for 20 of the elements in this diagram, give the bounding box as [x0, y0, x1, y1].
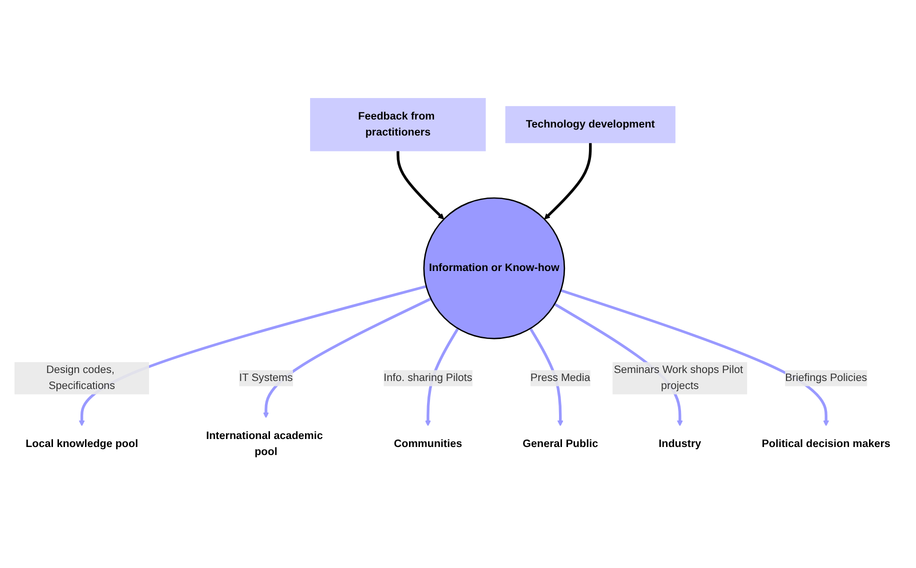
arrow — [544, 142, 592, 220]
node-text: Communities — [394, 438, 462, 450]
node-text: General Public — [522, 438, 598, 450]
edge-label: Info. sharing Pilots — [384, 372, 472, 384]
node-text: International academic pool — [206, 430, 323, 458]
arrow — [396, 150, 444, 220]
edge-label: IT Systems — [239, 372, 293, 384]
arrow — [560, 288, 830, 426]
edge-label: Briefings Policies — [785, 372, 868, 384]
edge-label: Seminars Work shops Pilot projects — [614, 364, 743, 392]
node-text: Political decision makers — [762, 438, 890, 450]
node-box: Feedback from practitioners — [310, 98, 486, 151]
node-circle: Information or Know-how — [423, 196, 566, 339]
edge-label: Design codes, Specifications — [46, 364, 116, 392]
node-text: Local knowledge pool — [26, 438, 138, 450]
node-box: Technology development — [505, 106, 676, 143]
edge-label: Press Media — [530, 372, 590, 384]
node-text: Industry — [658, 438, 702, 450]
arrow — [263, 297, 432, 418]
arrow — [78, 284, 427, 426]
